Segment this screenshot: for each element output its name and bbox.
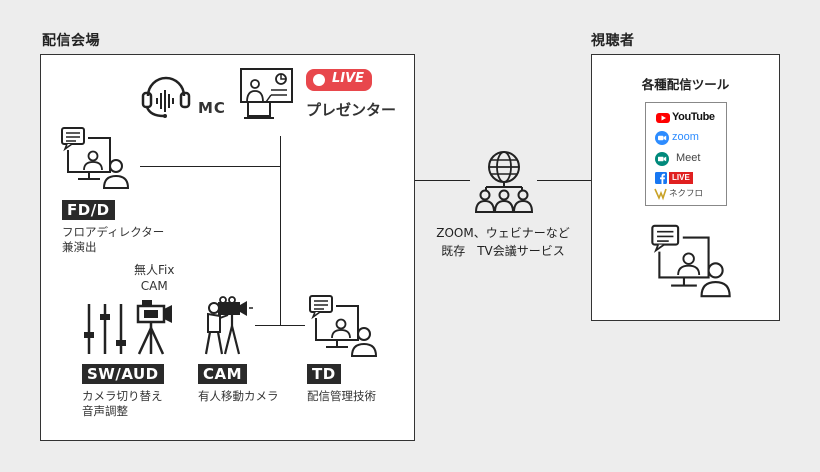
sw-caption-line-1: カメラ切り替え [82,389,163,403]
tools-title: 各種配信ツール [641,77,730,92]
presenter-podium-icon [240,68,293,119]
google-meet-icon [655,152,669,166]
cam-tag: CAM [198,364,248,384]
network-caption: ZOOM、ウェビナーなど 既存 TV会議サービス [426,224,580,260]
cam-caption-line-1: 有人移動カメラ [198,389,279,403]
headset-icon [141,76,191,118]
viewers-title: 視聴者 [591,33,635,49]
viewer-monitor-icon [651,224,731,298]
cam-caption: 有人移動カメラ [198,389,279,404]
network-viewer-line [537,180,591,181]
camera-operator-icon [204,296,253,355]
youtube-icon [656,113,670,123]
zoom-icon [655,131,669,145]
audio-mixer-icon [84,304,126,354]
venue-trunk-line [280,136,281,326]
fd-link-line [140,166,280,167]
fd-tag: FD/D [62,200,115,220]
technical-director-monitor-icon [309,295,378,357]
zoom-label: zoom [672,131,699,143]
network-caption-line-2: 既存 TV会議サービス [441,244,565,258]
td-caption: 配信管理技術 [307,389,376,404]
sw-tag: SW/AUD [82,364,164,384]
fd-caption: フロアディレクター 兼演出 [62,225,164,255]
fixed-cam-label: 無人Fix CAM [134,262,174,294]
facebook-live-label: LIVE [669,172,693,184]
fd-caption-line-2: 兼演出 [62,240,97,254]
streaming-tools-card: YouTube zoom Meet LIVE ネクフロ [645,102,727,206]
sw-caption: カメラ切り替え 音声調整 [82,389,163,419]
presenter-label: プレゼンター [306,101,397,119]
td-caption-line-1: 配信管理技術 [307,389,376,403]
live-badge: LIVE [306,69,372,91]
youtube-label: YouTube [672,111,715,123]
globe-network-icon [474,151,534,213]
live-badge-label: LIVE [332,71,365,86]
venue-network-line [415,180,470,181]
fd-caption-line-1: フロアディレクター [62,225,165,239]
record-icon [313,74,325,86]
venue-title: 配信会場 [42,33,100,49]
mc-label: MC [198,99,226,117]
nekuflo-label: ネクフロ [669,188,704,198]
fixed-cam-label-line-2: CAM [140,279,168,293]
network-caption-line-1: ZOOM、ウェビナーなど [436,226,570,240]
tripod-camera-icon [136,300,172,355]
nekuflo-logo-icon [654,188,667,201]
sw-caption-line-2: 音声調整 [82,404,128,418]
facebook-icon [655,172,667,184]
cam-td-link-line [255,325,305,326]
td-tag: TD [307,364,341,384]
fixed-cam-label-line-1: 無人Fix [134,263,175,277]
meet-label: Meet [676,152,701,164]
director-monitor-icon [61,127,130,189]
